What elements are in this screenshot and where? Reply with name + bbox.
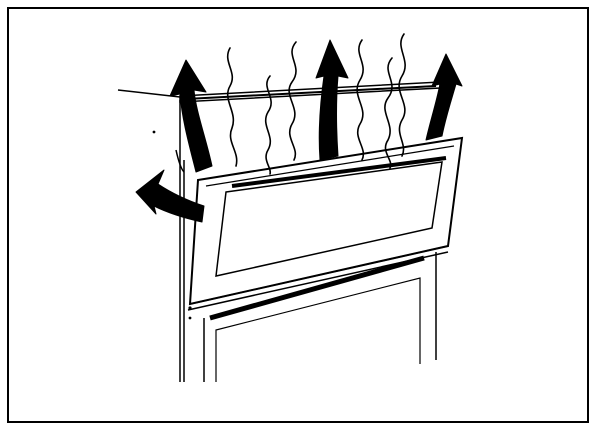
- top-vent-rail: [180, 82, 440, 102]
- hinge-marks: [153, 131, 192, 320]
- airflow-arrow: [136, 40, 462, 222]
- figure-border: [8, 8, 588, 422]
- cabinet-front: [188, 246, 448, 382]
- heat-wave: [228, 34, 405, 174]
- cabinet-side: [176, 100, 184, 382]
